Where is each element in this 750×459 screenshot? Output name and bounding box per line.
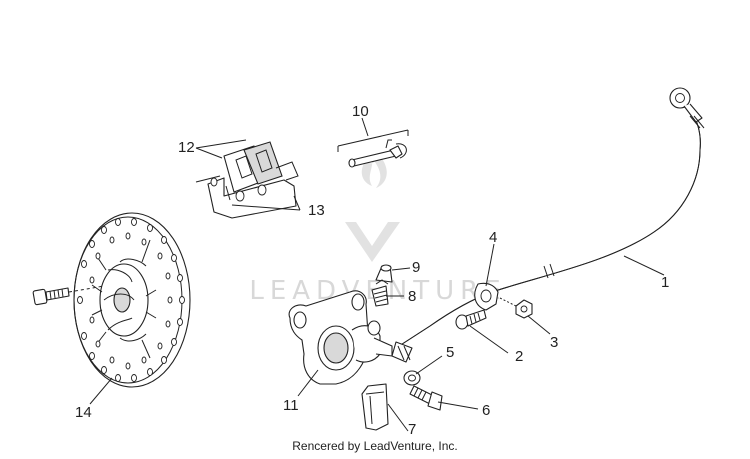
leader-line-3 xyxy=(527,315,551,335)
callout-1: 1 xyxy=(661,274,669,291)
callout-9: 9 xyxy=(412,259,420,276)
leader-lines xyxy=(89,117,665,432)
callout-10: 10 xyxy=(352,103,369,120)
leader-line-10 xyxy=(361,117,369,137)
hose-clamp xyxy=(474,282,499,311)
callout-14: 14 xyxy=(75,404,92,421)
callout-4: 4 xyxy=(489,229,497,246)
leader-line-10-bracket xyxy=(337,129,409,147)
disc-bolt xyxy=(32,285,105,306)
brake-caliper xyxy=(288,290,393,385)
pad-pin-and-clip xyxy=(348,139,407,168)
brake-disc xyxy=(73,212,191,388)
leader-line-2 xyxy=(469,325,509,354)
leader-line-12b xyxy=(195,147,223,159)
callout-3: 3 xyxy=(550,334,558,351)
callout-7: 7 xyxy=(408,421,416,438)
leader-line-12a xyxy=(195,139,247,149)
leader-line-11 xyxy=(297,369,319,397)
callout-5: 5 xyxy=(446,344,454,361)
leader-line-9 xyxy=(391,267,411,271)
clamp-screw xyxy=(455,309,487,330)
leader-line-7 xyxy=(387,403,409,432)
callout-6: 6 xyxy=(482,402,490,419)
leader-line-4 xyxy=(485,243,495,287)
render-credit: Rencered by LeadVenture, Inc. xyxy=(292,439,457,453)
leader-line-6 xyxy=(437,401,479,410)
clamp-nut xyxy=(499,297,533,319)
washer xyxy=(403,370,421,386)
leader-line-1 xyxy=(623,255,665,276)
mounting-bolt xyxy=(409,385,443,411)
leader-line-5 xyxy=(415,355,443,375)
bleeder-screw xyxy=(371,279,389,307)
callout-12: 12 xyxy=(178,139,195,156)
bleeder-cap xyxy=(375,264,393,283)
leader-line-13b xyxy=(293,195,301,211)
brake-hose xyxy=(391,87,705,363)
leader-line-14 xyxy=(89,377,113,405)
guard-plate xyxy=(361,383,389,431)
callout-8: 8 xyxy=(408,288,416,305)
callout-11: 11 xyxy=(283,397,299,414)
v-logo-icon xyxy=(345,222,400,262)
leader-line-13a xyxy=(231,204,301,211)
callout-2: 2 xyxy=(515,348,523,365)
callout-labels: 1 2 3 4 5 6 7 8 9 10 11 12 13 14 xyxy=(75,103,669,438)
callout-13: 13 xyxy=(308,202,325,219)
